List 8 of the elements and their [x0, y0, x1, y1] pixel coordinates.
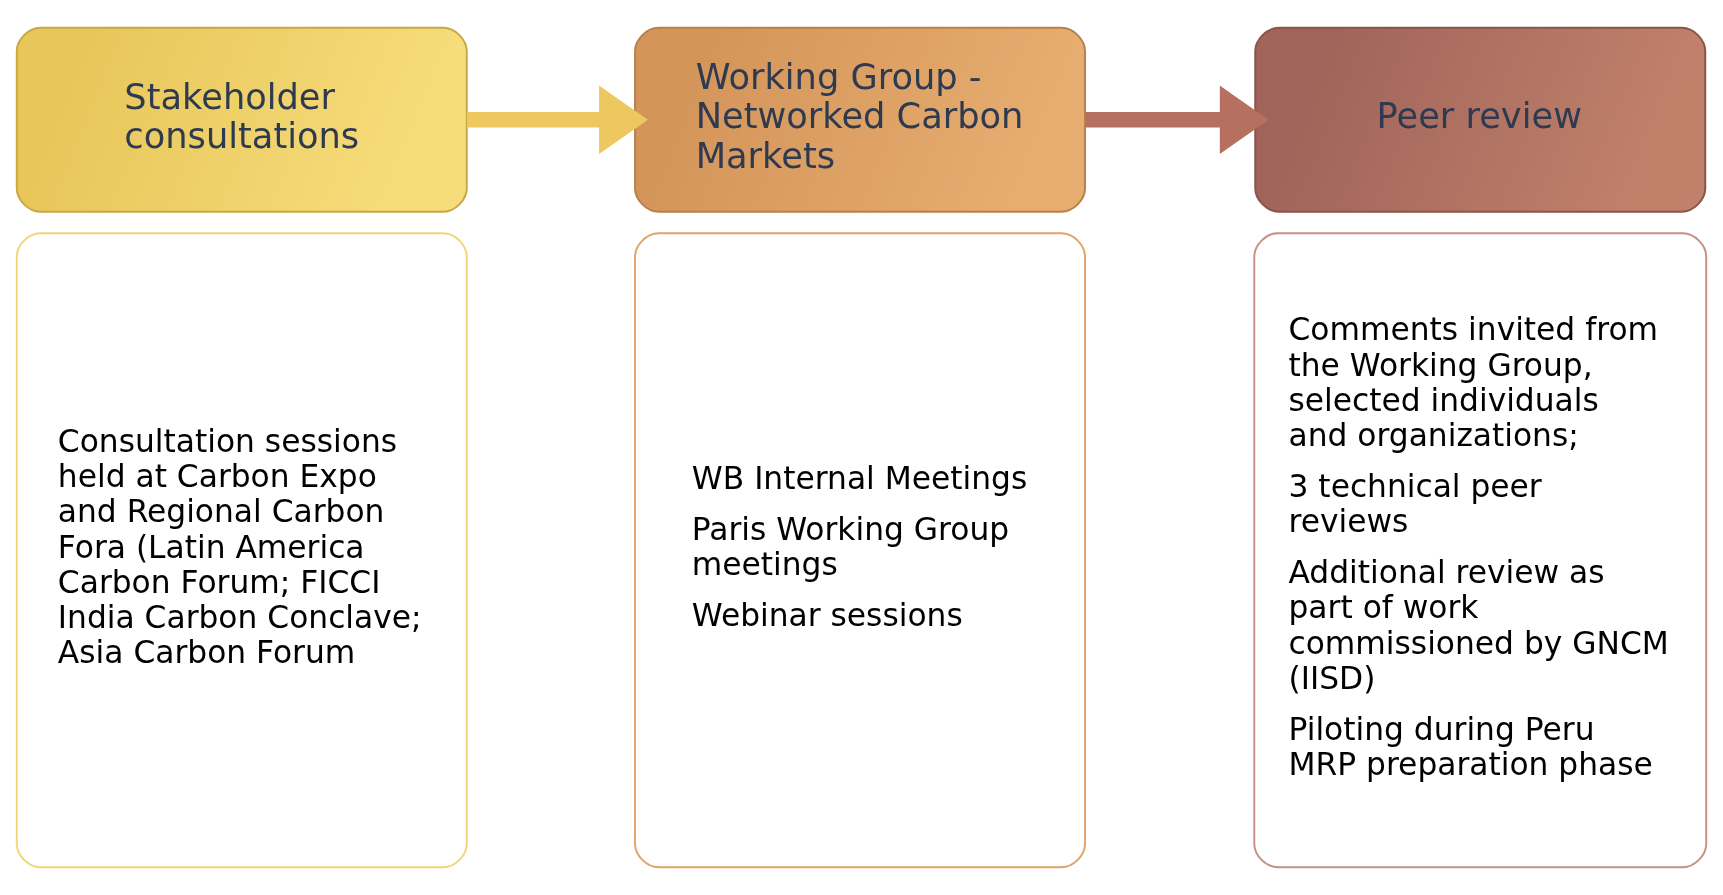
arrow — [1085, 85, 1269, 154]
node-box: Consultation sessions held at Carbon Expo and Regional Carbon Fora (Latin America Carbon Forum; FICCI India Carbon Conclave; Asia Carbon Forum — [15, 232, 468, 869]
node-box: Working Group - Networked Carbon Markets — [634, 26, 1086, 213]
node-box: Peer review — [1254, 26, 1707, 213]
node-box: Stakeholder consultations — [15, 26, 468, 213]
node-box: Comments invited from the Working Group, selected individuals and organizations; 3 technical peer reviews Additional review as part of work commissioned by GNCM (IISD) Piloting during Peru MRP preparation phase — [1253, 232, 1708, 869]
node-box: WB Internal Meetings Paris Working Group meetings Webinar sessions — [634, 232, 1086, 869]
arrow — [467, 85, 648, 154]
